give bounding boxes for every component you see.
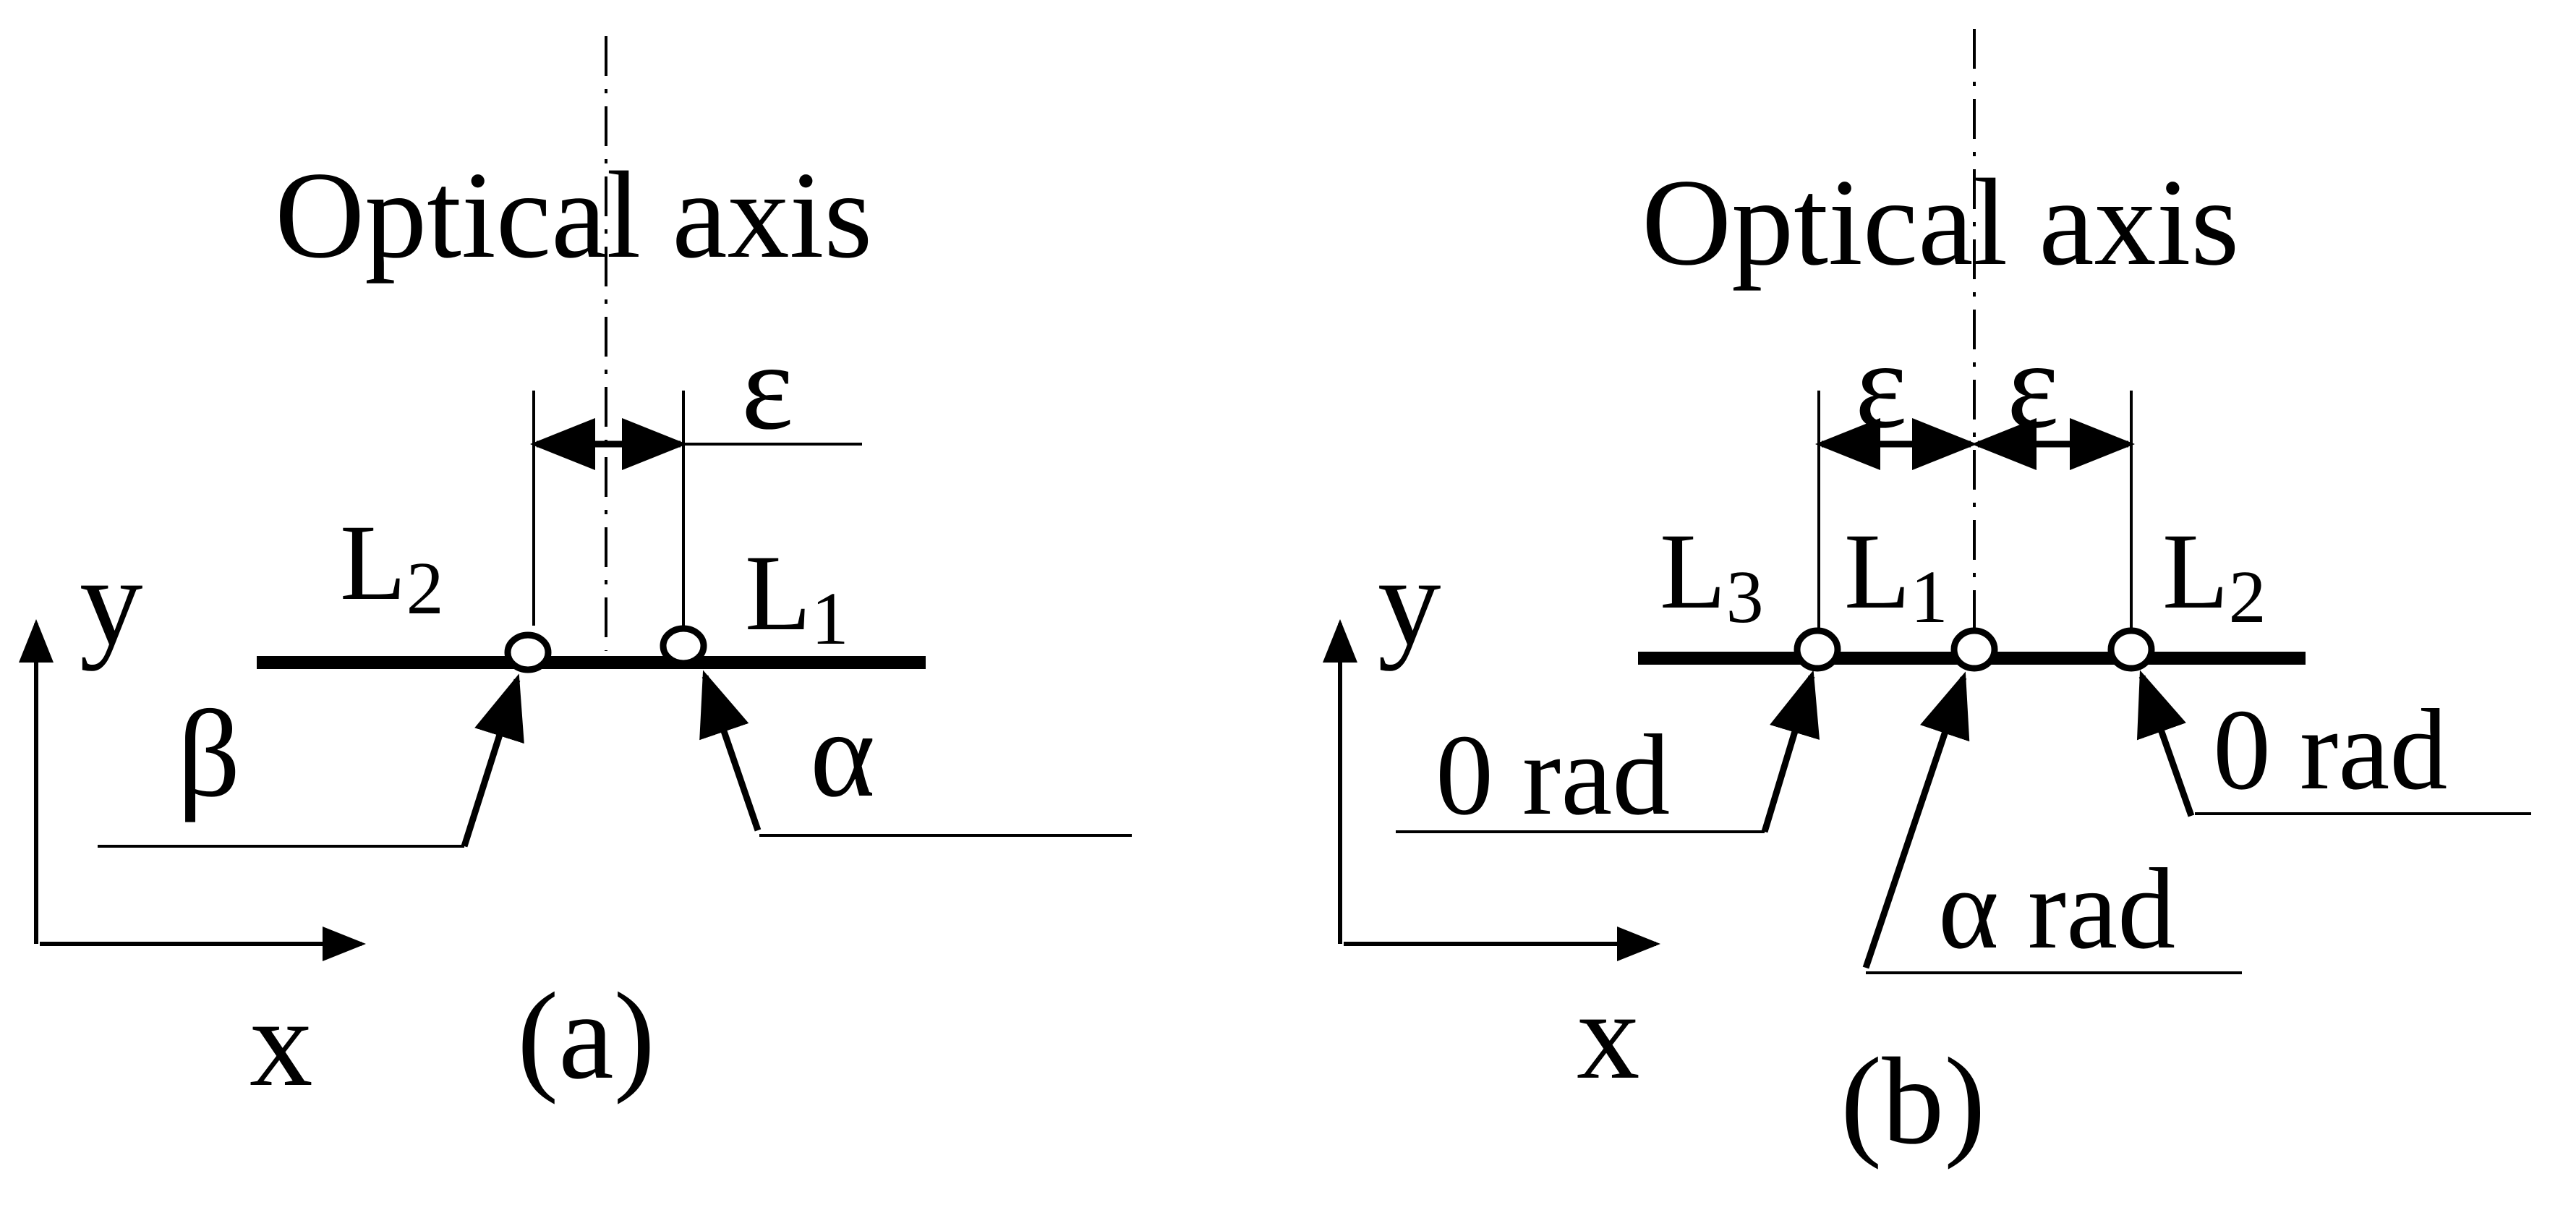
optical-axis-label-b: Optical axis [1642,154,2239,291]
left-phase-label-b: 0 rad [1436,710,1670,839]
beta-arrow-a [461,673,524,848]
lens-l1-label-a: L1 [745,533,849,660]
panel-a: Optical axis ε L2 L1 β α y x (a) [18,36,1132,1112]
center-phase-label-b: α rad [1938,844,2175,973]
lens-l1-b [1950,627,1998,672]
y-axis-label-b: y [1378,531,1441,671]
lens-l1-label-b: L1 [1844,511,1948,639]
alpha-arrow-a [699,670,762,832]
lens-l3-b [1794,627,1841,672]
beta-symbol-a: β [177,686,241,823]
x-axis-label-a: x [250,972,313,1112]
panel-b: Optical axis ε ε L3 L1 L2 0 rad α rad 0 … [1323,29,2531,1170]
center-phase-arrow-b [1862,671,1970,969]
optical-axis-label-a: Optical axis [275,147,872,284]
caption-b: (b) [1841,1033,1986,1170]
alpha-symbol-a: α [810,686,875,823]
right-phase-arrow-b [2136,670,2195,817]
epsilon-right-symbol-b: ε [2007,317,2059,454]
y-axis-label-a: y [80,531,143,671]
epsilon-symbol-a: ε [741,318,793,456]
caption-a: (a) [517,968,655,1105]
epsilon-left-symbol-b: ε [1855,317,1907,454]
right-phase-label-b: 0 rad [2213,685,2447,814]
left-phase-arrow-b [1761,670,1820,833]
lens-l2-b [2107,627,2155,672]
lens-l2-label-b: L2 [2162,511,2266,639]
lens-l3-label-b: L3 [1660,511,1764,639]
lens-l2-label-a: L2 [340,503,444,630]
lens-l1-a [660,625,707,667]
lens-l2-a [504,631,552,673]
x-axis-label-b: x [1577,965,1640,1105]
